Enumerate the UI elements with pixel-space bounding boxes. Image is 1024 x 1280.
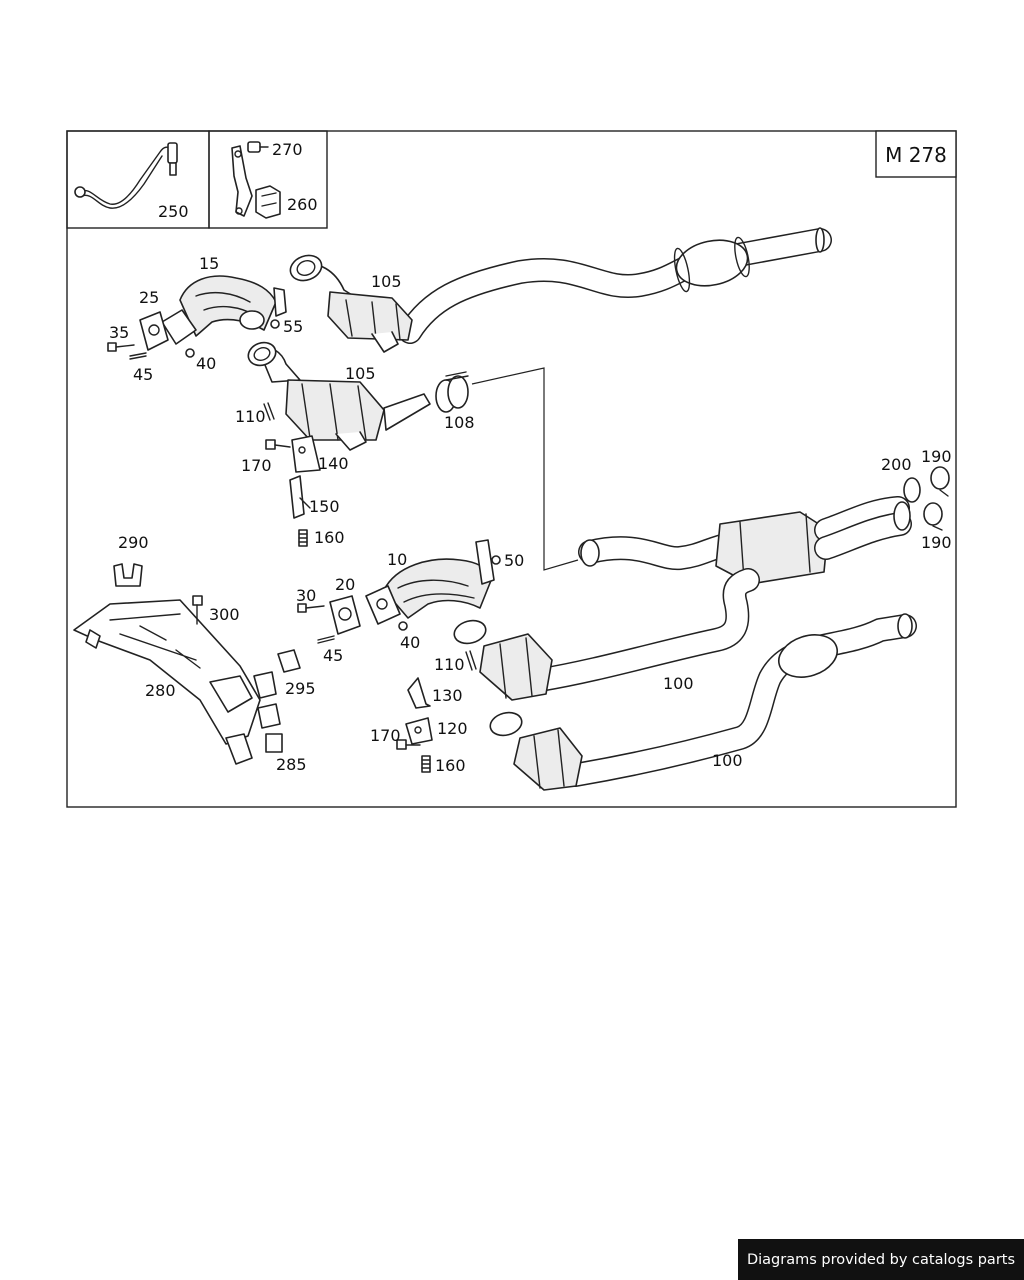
callout-10: 10 [387,550,407,569]
mount-295 [277,649,301,673]
bolt-30 [297,603,325,613]
upper-exhaust-pipe [398,227,832,344]
callout-295: 295 [285,679,316,698]
footer-banner: Diagrams provided by catalogs parts [738,1239,1024,1280]
callout-190-upper: 190 [921,447,952,466]
clamp-200 [903,477,921,503]
callout-35: 35 [109,323,129,342]
bolt-170-lower [396,739,421,750]
callout-130: 130 [432,686,463,705]
callout-160-upper: 160 [314,528,345,547]
callout-300: 300 [209,605,240,624]
bolt-300 [192,595,203,625]
callout-100-lower: 100 [712,751,743,770]
callout-25: 25 [139,288,159,307]
callout-45-lower: 45 [323,646,343,665]
callout-120: 120 [437,719,468,738]
callout-190-lower: 190 [921,533,952,552]
catalytic-converter-105-upper [289,254,413,353]
bolt-160-lower [421,755,431,773]
nut-40-lower [398,621,408,631]
bracket-130 [407,677,431,709]
callout-105-upper: 105 [371,272,402,291]
mount-bracket-assembly [231,141,281,219]
callout-40-upper: 40 [196,354,216,373]
nut-40-upper [185,348,195,358]
front-pipe-100-upper [528,568,760,692]
callout-285: 285 [276,755,307,774]
diagram-code: M 278 [885,143,947,167]
catalytic-converter-105-middle [247,341,431,451]
callout-160-lower: 160 [435,756,466,775]
inset-box-bracket [208,130,328,229]
stud-45-lower [317,635,335,644]
gasket-20 [329,595,361,635]
callout-200: 200 [881,455,912,474]
callout-110-lower: 110 [434,655,465,674]
catalytic-converter-100-upper [453,619,553,701]
crossmember-280 [73,599,281,765]
callout-105-middle: 105 [345,364,376,383]
callout-270: 270 [272,140,303,159]
callout-290: 290 [118,533,149,552]
bracket-140 [291,435,321,473]
callout-100-upper: 100 [663,674,694,693]
clamp-108 [435,371,469,413]
stud-45-upper [129,352,147,360]
clamp-190-upper [930,466,950,497]
footer-text: Diagrams provided by catalogs parts [746,1251,1016,1268]
bracket-120 [405,717,433,745]
callout-108: 108 [444,413,475,432]
gasket-25 [139,311,169,351]
callout-250: 250 [158,202,189,221]
diagram-frame [66,130,957,808]
nut-50 [491,555,501,565]
diagram-code-box [875,130,957,178]
bracket-290 [113,563,143,587]
leader-108 [471,367,579,571]
clamp-190-lower [923,502,943,531]
bolt-110-upper [263,402,275,421]
catalytic-converter-100-lower [489,711,583,791]
front-pipe-100-lower [563,613,917,787]
callout-45-upper: 45 [133,365,153,384]
callout-20: 20 [335,575,355,594]
callout-140: 140 [318,454,349,473]
bolt-35 [107,342,135,352]
exhaust-manifold-15 [161,275,287,345]
callout-labels: 250 270 260 15 25 35 45 40 55 105 105 10… [109,140,952,775]
callout-15: 15 [199,254,219,273]
callout-40-lower: 40 [400,633,420,652]
callout-50: 50 [504,551,524,570]
bracket-150 [289,475,311,519]
callout-280: 280 [145,681,176,700]
oxygen-sensor [74,142,178,209]
callout-170-lower: 170 [370,726,401,745]
callout-30: 30 [296,586,316,605]
callout-110-upper: 110 [235,407,266,426]
callout-55: 55 [283,317,303,336]
nut-55 [270,319,280,329]
callout-170-upper: 170 [241,456,272,475]
callout-150: 150 [309,497,340,516]
bolt-110-lower [465,650,477,671]
callout-260: 260 [287,195,318,214]
exhaust-manifold-10 [365,539,495,625]
rear-muffler [578,496,912,585]
mount-285 [265,733,283,753]
bolt-160-upper [298,529,308,547]
bolt-170-upper [265,439,291,450]
